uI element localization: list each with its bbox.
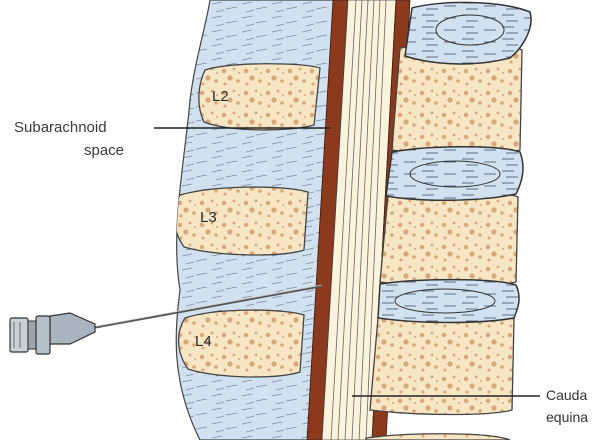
subarachnoid-label-line2: space	[84, 142, 124, 159]
intervertebral-disc-l3-l4	[378, 280, 519, 323]
intervertebral-disc-l2-l3	[386, 147, 523, 201]
needle-stylet-cap	[10, 318, 28, 352]
subarachnoid-label-line1: Subarachnoid	[14, 119, 107, 136]
vertebra-label-l3: L3	[200, 209, 217, 226]
spinous-process-l3	[174, 187, 308, 255]
vertebral-body-l4	[370, 314, 514, 415]
cauda-label-line1: Cauda	[546, 387, 587, 403]
cauda-label-line2: equina	[546, 409, 588, 425]
needle-hub	[50, 313, 95, 344]
vertebra-label-l4: L4	[195, 333, 212, 350]
vertebra-label-l2: L2	[212, 88, 229, 105]
vertebral-body-l3	[380, 192, 518, 287]
vertebral-body-l5-partial	[366, 434, 510, 440]
intervertebral-disc-l1-l2	[405, 2, 531, 64]
